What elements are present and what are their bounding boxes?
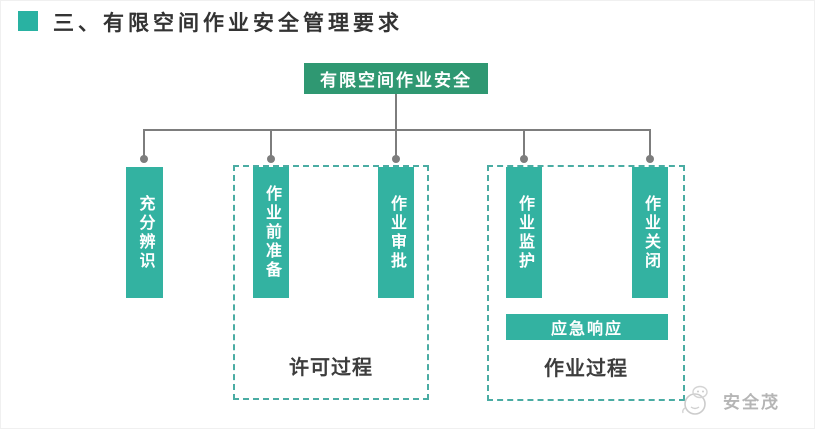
page-title: 三、有限空间作业安全管理要求 bbox=[53, 12, 403, 35]
brand-name: 安全茂 bbox=[723, 392, 780, 412]
connector-drop-line bbox=[523, 131, 525, 157]
root-node: 有限空间作业安全 bbox=[304, 63, 488, 94]
connector-drop-line bbox=[143, 131, 145, 157]
connector-drop-line bbox=[270, 131, 272, 157]
group-box-permit-process: 许可过程 bbox=[233, 165, 429, 400]
connector-dot bbox=[646, 155, 654, 163]
brand-logo: 安全茂 bbox=[681, 383, 780, 417]
node-work-supervision: 作业监护 bbox=[506, 167, 542, 298]
node-work-approval: 作业审批 bbox=[378, 167, 414, 298]
node-work-closure: 作业关闭 bbox=[632, 167, 668, 298]
connector-drop-line bbox=[395, 131, 397, 157]
connector-trunk-line bbox=[395, 94, 397, 130]
connector-dot bbox=[267, 155, 275, 163]
group-box-operation-process: 作业过程 bbox=[487, 165, 685, 401]
connector-dot bbox=[392, 155, 400, 163]
node-full-identification: 充分辨识 bbox=[126, 167, 163, 298]
connector-bus-line bbox=[143, 129, 651, 131]
connector-dot bbox=[140, 155, 148, 163]
mascot-icon bbox=[682, 385, 708, 415]
title-bullet-icon bbox=[18, 11, 38, 31]
connector-drop-line bbox=[649, 131, 651, 157]
group-label-operation-process: 作业过程 bbox=[544, 358, 628, 380]
emergency-response-box: 应急响应 bbox=[506, 314, 668, 340]
connector-dot bbox=[520, 155, 528, 163]
node-pre-work-preparation: 作业前准备 bbox=[253, 167, 289, 298]
group-label-permit-process: 许可过程 bbox=[289, 357, 373, 379]
